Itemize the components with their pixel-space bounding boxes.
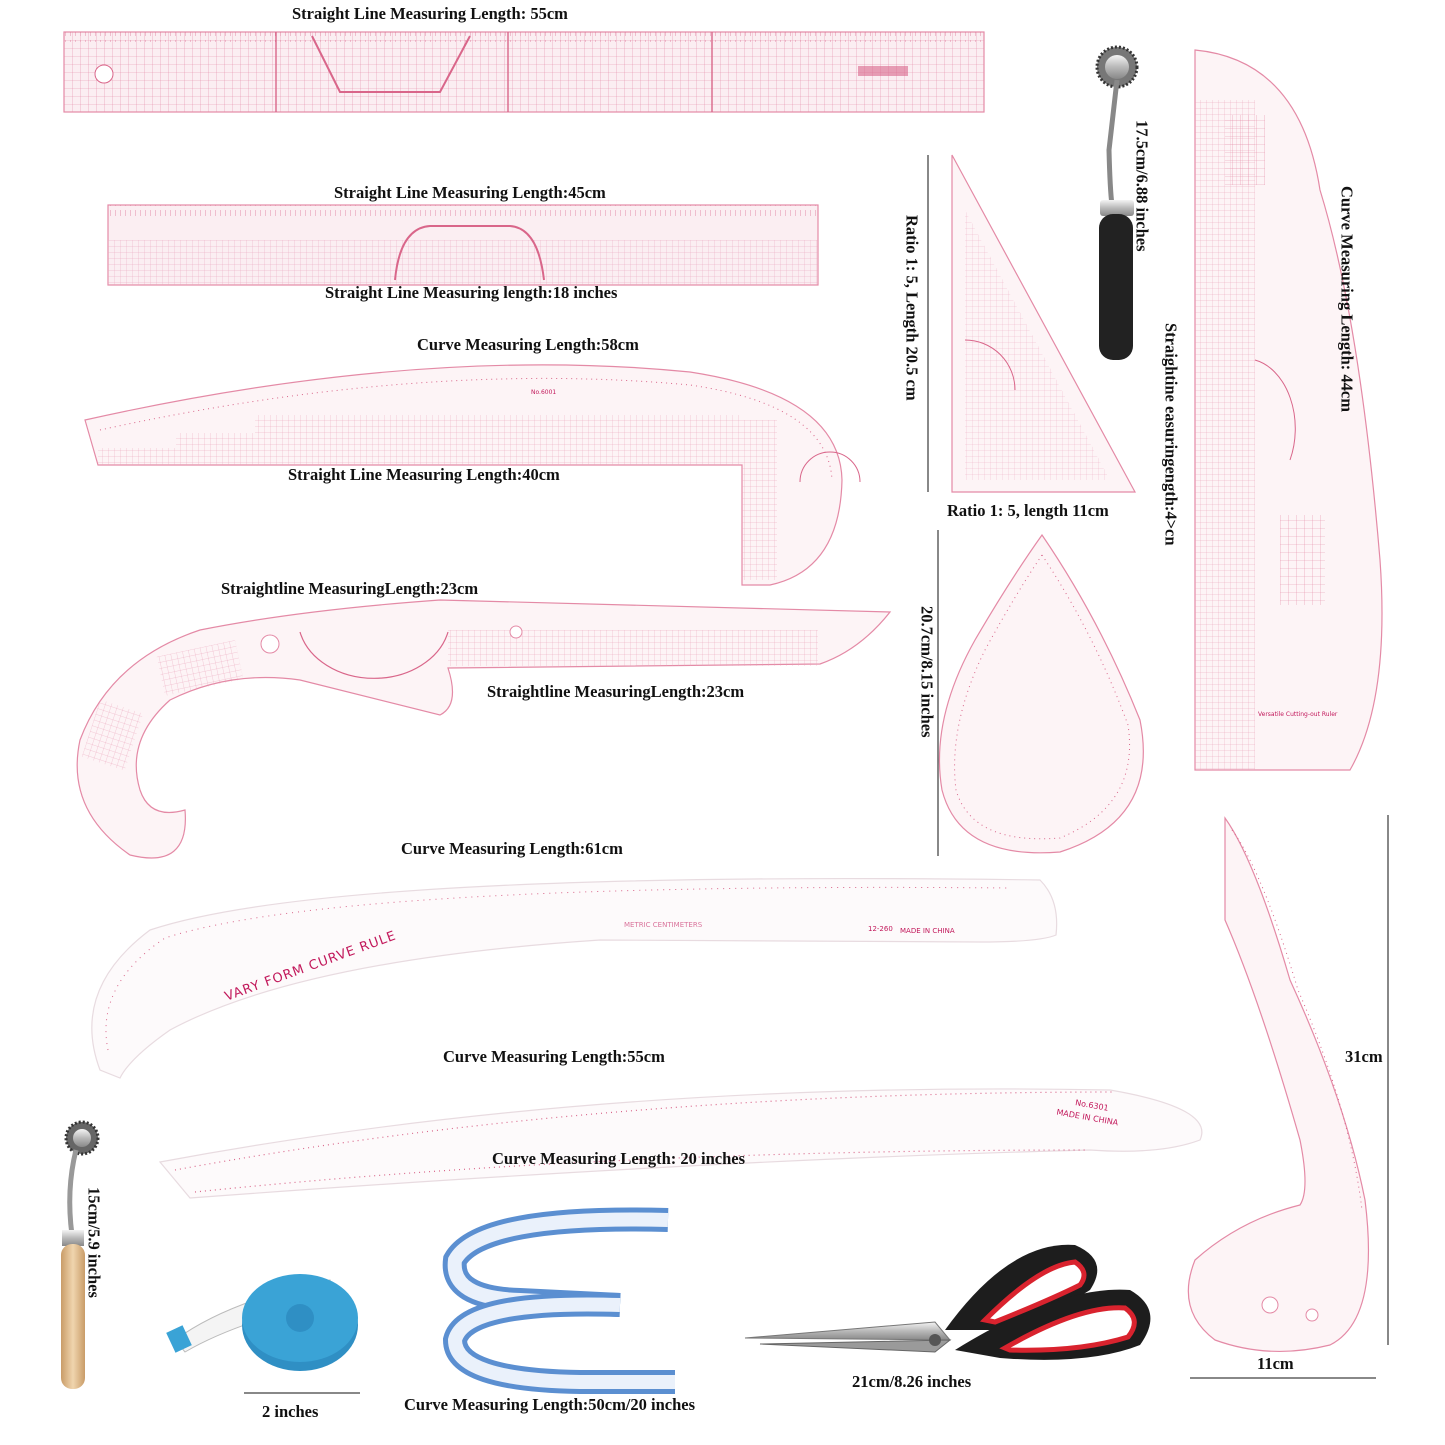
label-ruler-45cm: Straight Line Measuring Length:45cm: [334, 183, 606, 202]
label-straight-40cm: Straight Line Measuring Length:40cm: [288, 465, 560, 484]
label-tape-measure: 2 inches: [262, 1402, 319, 1421]
tape-measure: [166, 1274, 360, 1394]
hip-curve-ruler-55cm: [158, 1088, 1203, 1199]
label-triangle-bottom: Ratio 1: 5, length 11cm: [947, 501, 1109, 520]
metric-print: METRIC CENTIMETERS: [624, 921, 703, 929]
model-print: 12-260: [868, 925, 893, 933]
label-tracing-wheel-bottom: 15cm/5.9 inches: [84, 1187, 104, 1298]
scissors: [744, 1244, 1151, 1360]
label-tracing-wheel-top: 17.5cm/6.88 inches: [1132, 120, 1152, 252]
label-curve-44cm: Curve Measuring Length: 44cm: [1337, 186, 1357, 412]
label-hip-11cm: 11cm: [1257, 1354, 1294, 1373]
label-curve-55cm: Curve Measuring Length:55cm: [443, 1047, 665, 1066]
label-flexible-curve: Curve Measuring Length:50cm/20 inches: [404, 1395, 696, 1414]
curve-ruler-44cm: [1194, 49, 1383, 771]
teardrop-ruler: [937, 530, 1144, 856]
model-58-print: No.6001: [531, 389, 557, 396]
straight-ruler-45cm: [107, 204, 819, 286]
triangle-ruler: [927, 154, 1137, 493]
label-straight-23cm-a: Straightline MeasuringLength:23cm: [221, 579, 479, 598]
label-scissors: 21cm/8.26 inches: [852, 1372, 972, 1391]
label-hip-31cm: 31cm: [1345, 1047, 1383, 1066]
straight-ruler-55cm: [63, 31, 985, 113]
label-ruler-55cm: Straight Line Measuring Length: 55cm: [292, 4, 568, 23]
curve-ruler-58cm: [84, 364, 861, 586]
label-straight-23cm-b: Straightline MeasuringLength:23cm: [487, 682, 745, 701]
label-straightline-4cm: Straightine easuringength:4>cn: [1161, 323, 1181, 546]
label-teardrop: 20.7cm/8.15 inches: [917, 606, 937, 738]
versatile-print: Versatile Cutting-out Ruler: [1258, 711, 1338, 718]
label-curve-58cm: Curve Measuring Length:58cm: [417, 335, 639, 354]
hip-l-curve-ruler-31cm: [1187, 815, 1389, 1379]
label-curve-61cm: Curve Measuring Length:61cm: [401, 839, 623, 858]
flexible-curve-ruler: [442, 1207, 675, 1394]
tracing-wheel-wood-handle: [61, 1120, 100, 1389]
label-triangle-vertical: Ratio 1: 5, Length 20.5 cm: [902, 215, 922, 401]
made-in-print: MADE IN CHINA: [900, 927, 955, 935]
label-ruler-18in: Straight Line Measuring length:18 inches: [325, 283, 618, 302]
vary-form-curve-ruler-61cm: [91, 877, 1058, 1079]
tracing-wheel-black-handle: [1095, 45, 1139, 360]
label-curve-20in: Curve Measuring Length: 20 inches: [492, 1149, 745, 1168]
french-curve-ruler-23cm: [76, 599, 892, 859]
